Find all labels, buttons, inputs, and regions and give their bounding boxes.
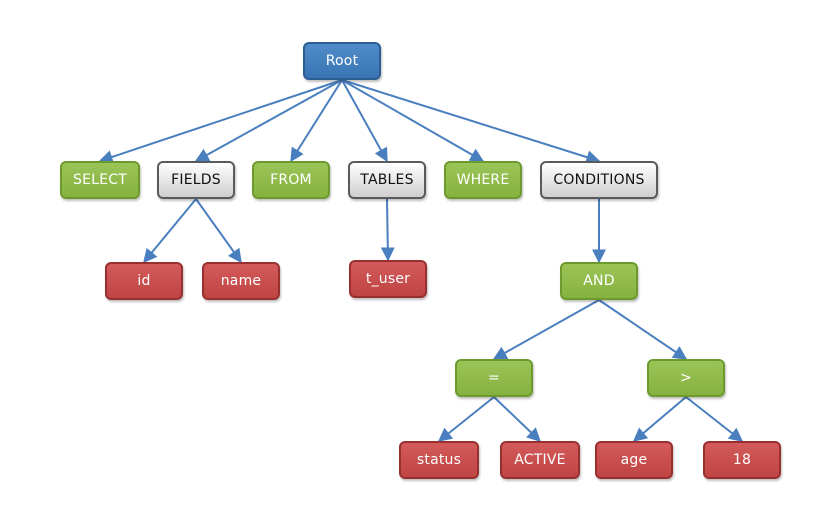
edge-and-to-eq: [492, 299, 600, 360]
node-label: name: [220, 273, 262, 289]
node-label: =: [488, 370, 500, 386]
node-label: ACTIVE: [514, 452, 566, 468]
node-label: FIELDS: [171, 172, 221, 188]
edge-fields-to-id: [143, 198, 197, 264]
node-label: t_user: [365, 271, 411, 287]
node-name: name: [202, 262, 280, 300]
edge-fields-to-name: [195, 198, 242, 264]
node-label: age: [620, 452, 648, 468]
edge-eq-to-active: [493, 396, 542, 442]
node-equals: =: [455, 359, 533, 397]
node-label: 18: [732, 452, 752, 468]
edge-tables-to-t_user: [380, 198, 395, 262]
node-select: SELECT: [60, 161, 140, 199]
node-label: TABLES: [360, 172, 414, 188]
node-t-user: t_user: [349, 260, 427, 298]
node-label: FROM: [270, 172, 312, 188]
node-conditions: CONDITIONS: [540, 161, 658, 199]
node-age: age: [595, 441, 673, 479]
node-id: id: [105, 262, 183, 300]
edge-gt-to-eighteen: [685, 396, 744, 442]
node-label: Root: [325, 53, 359, 69]
node-where: WHERE: [444, 161, 522, 199]
node-greater-than: >: [647, 359, 725, 397]
node-label: AND: [583, 273, 615, 289]
edge-and-to-gt: [598, 299, 688, 360]
node-label: id: [137, 273, 151, 289]
edge-gt-to-age: [632, 396, 687, 442]
node-18: 18: [703, 441, 781, 479]
edge-root-to-tables: [341, 79, 388, 163]
node-tables: TABLES: [348, 161, 426, 199]
node-active: ACTIVE: [500, 441, 580, 479]
node-label: CONDITIONS: [553, 172, 645, 188]
edge-eq-to-status: [437, 396, 495, 442]
node-status: status: [399, 441, 479, 479]
node-fields: FIELDS: [157, 161, 235, 199]
node-label: >: [680, 370, 692, 386]
node-label: status: [416, 452, 462, 468]
edge-root-to-where: [341, 79, 485, 162]
node-from: FROM: [252, 161, 330, 199]
edge-root-to-conditions: [341, 79, 601, 164]
edge-root-to-from: [290, 79, 343, 163]
node-label: SELECT: [73, 172, 127, 188]
edge-root-to-select: [98, 79, 343, 164]
node-root: Root: [303, 42, 381, 80]
edge-root-to-fields: [194, 79, 343, 162]
node-label: WHERE: [456, 172, 510, 188]
node-and: AND: [560, 262, 638, 300]
